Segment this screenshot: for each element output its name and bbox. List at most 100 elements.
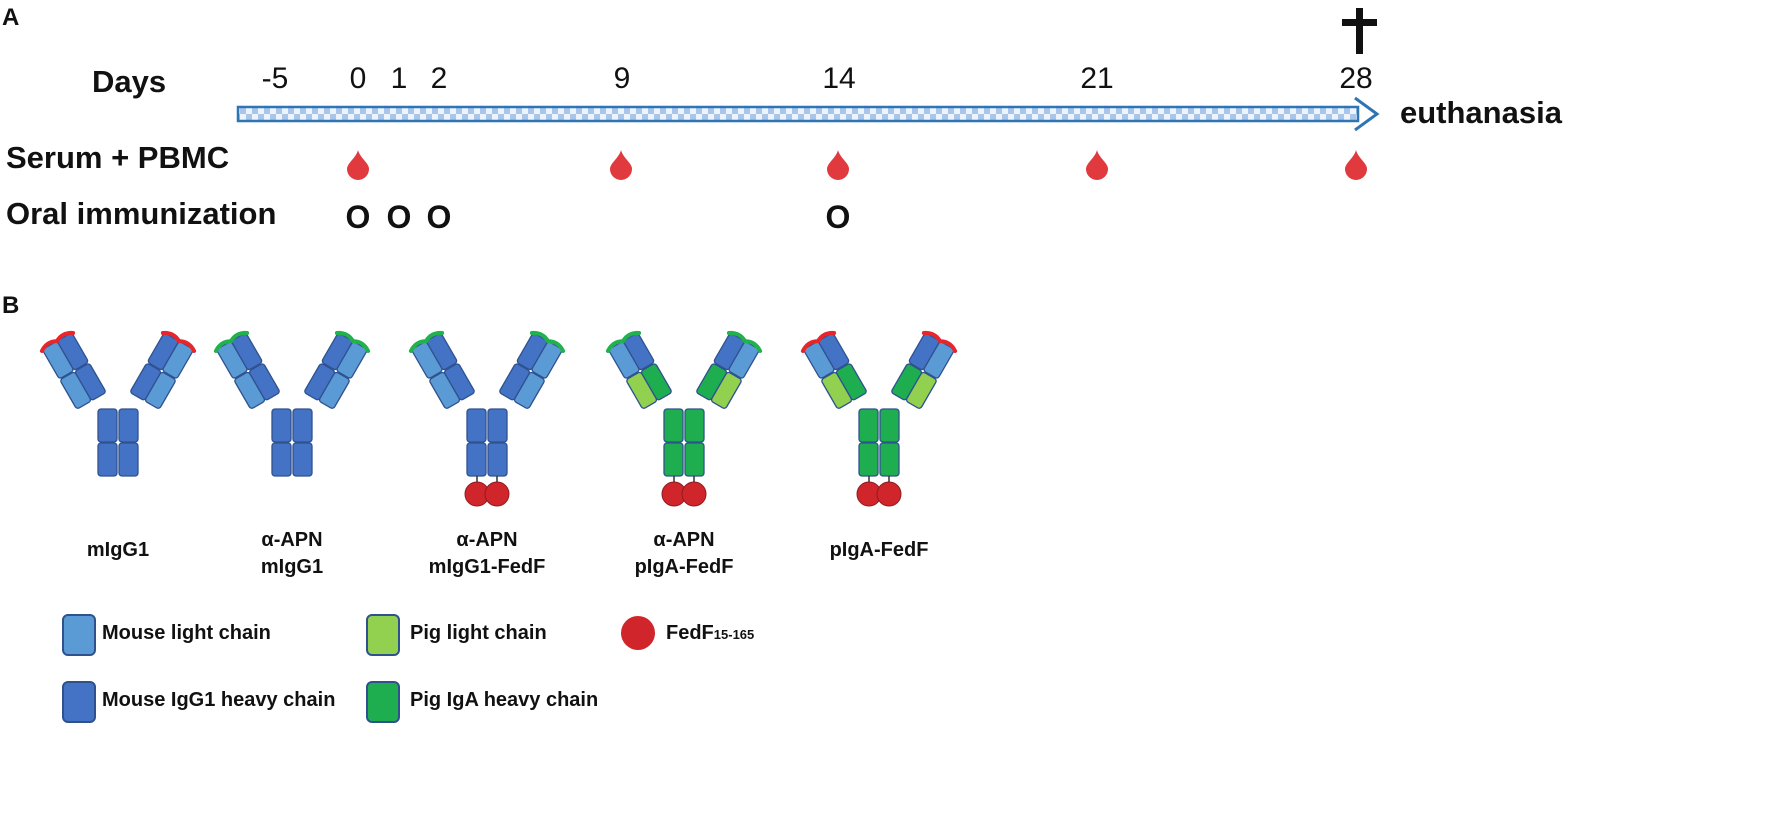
euthanasia-label: euthanasia bbox=[1400, 95, 1562, 130]
blood-drop-icon bbox=[1086, 150, 1108, 180]
antibody-3 bbox=[408, 330, 566, 507]
fc-heavy-domain bbox=[858, 408, 879, 443]
fc-heavy-domain bbox=[684, 408, 705, 443]
arm-light-constant bbox=[513, 371, 545, 409]
antibody-arm bbox=[408, 330, 475, 409]
serum-pbmc-label: Serum + PBMC bbox=[6, 140, 230, 175]
fedf-domain bbox=[484, 481, 510, 507]
antigen-binding-tip bbox=[39, 330, 76, 353]
arm-light-constant bbox=[905, 371, 937, 409]
arm-light-variable bbox=[923, 341, 955, 379]
arm-light-variable bbox=[803, 341, 835, 379]
fc-heavy-domain bbox=[292, 442, 313, 477]
antibody-arm bbox=[130, 330, 197, 409]
fc-heavy-domain bbox=[487, 442, 508, 477]
arm-light-variable bbox=[216, 341, 248, 379]
antibody-arm bbox=[696, 330, 763, 409]
day-tick-label: 9 bbox=[613, 62, 631, 95]
pig-light-chain-swatch bbox=[366, 614, 400, 656]
day-tick-label: 28 bbox=[1339, 62, 1373, 95]
antibody-2 bbox=[213, 330, 371, 477]
oral-immunization-label: Oral immunization bbox=[6, 196, 277, 231]
day-tick-label: -5 bbox=[261, 62, 289, 95]
antigen-binding-tip bbox=[921, 330, 958, 353]
fedf-swatch bbox=[621, 616, 655, 650]
fc-heavy-domain bbox=[879, 442, 900, 477]
mouse-light-chain-swatch bbox=[62, 614, 96, 656]
arm-light-constant bbox=[144, 371, 176, 409]
antigen-binding-tip bbox=[408, 330, 445, 353]
day-tick-label: 21 bbox=[1080, 62, 1114, 95]
antibody-arm bbox=[304, 330, 371, 409]
blood-drop-icon bbox=[1345, 150, 1367, 180]
arm-light-constant bbox=[710, 371, 742, 409]
legend-fedf: FedF15-165 bbox=[666, 622, 755, 644]
fc-heavy-domain bbox=[97, 408, 118, 443]
fc-heavy-domain bbox=[118, 408, 139, 443]
fc-heavy-domain bbox=[879, 408, 900, 443]
antibody-label: mIgG1 bbox=[86, 539, 150, 561]
antigen-binding-tip bbox=[213, 330, 250, 353]
antibody-5 bbox=[800, 330, 958, 507]
immunization-marker: O bbox=[345, 199, 371, 235]
fc-heavy-domain bbox=[118, 442, 139, 477]
arm-light-variable bbox=[162, 341, 194, 379]
arm-light-constant bbox=[234, 371, 266, 409]
antibody-arm bbox=[800, 330, 867, 409]
fedf-domain bbox=[876, 481, 902, 507]
panel-a-letter: A bbox=[2, 4, 20, 31]
antibody-arm bbox=[213, 330, 280, 409]
immunization-marker: O bbox=[825, 199, 851, 235]
days-label: Days bbox=[92, 64, 167, 99]
blood-drop-icon bbox=[347, 150, 369, 180]
legend-mouse-light-chain: Mouse light chain bbox=[102, 622, 271, 644]
arm-light-constant bbox=[429, 371, 461, 409]
fc-heavy-domain bbox=[663, 408, 684, 443]
day-tick-label: 14 bbox=[822, 62, 856, 95]
arm-light-constant bbox=[60, 371, 92, 409]
antibody-1 bbox=[39, 330, 197, 477]
fc-heavy-domain bbox=[466, 408, 487, 443]
legend-pig-light-chain: Pig light chain bbox=[410, 622, 547, 644]
fc-heavy-domain bbox=[858, 442, 879, 477]
immunization-marker: O bbox=[386, 199, 412, 235]
legend-pig-heavy-chain: Pig IgA heavy chain bbox=[410, 689, 599, 711]
arm-light-variable bbox=[42, 341, 74, 379]
timeline-arrow bbox=[236, 96, 1380, 132]
antigen-binding-tip bbox=[160, 330, 197, 353]
fc-heavy-domain bbox=[292, 408, 313, 443]
blood-drop-icon bbox=[610, 150, 632, 180]
fc-heavy-domain bbox=[271, 408, 292, 443]
antibody-arm bbox=[39, 330, 106, 409]
arm-light-variable bbox=[336, 341, 368, 379]
antigen-binding-tip bbox=[800, 330, 837, 353]
legend-mouse-heavy-chain: Mouse IgG1 heavy chain bbox=[102, 689, 336, 711]
euthanasia-cross-icon bbox=[1340, 8, 1378, 54]
arm-light-variable bbox=[411, 341, 443, 379]
fc-heavy-domain bbox=[684, 442, 705, 477]
antigen-binding-tip bbox=[726, 330, 763, 353]
antibody-4 bbox=[605, 330, 763, 507]
fc-heavy-domain bbox=[663, 442, 684, 477]
day-tick-label: 1 bbox=[390, 62, 408, 95]
fc-heavy-domain bbox=[271, 442, 292, 477]
arm-light-constant bbox=[626, 371, 658, 409]
pig-heavy-chain-swatch bbox=[366, 681, 400, 723]
antigen-binding-tip bbox=[529, 330, 566, 353]
day-tick-label: 2 bbox=[430, 62, 448, 95]
arm-light-variable bbox=[728, 341, 760, 379]
fc-heavy-domain bbox=[466, 442, 487, 477]
arm-light-variable bbox=[531, 341, 563, 379]
antibody-label: pIgA-FedF bbox=[829, 539, 929, 561]
day-tick-label: 0 bbox=[349, 62, 367, 95]
mouse-heavy-chain-swatch bbox=[62, 681, 96, 723]
antigen-binding-tip bbox=[605, 330, 642, 353]
antibody-arm bbox=[499, 330, 566, 409]
blood-drop-icon bbox=[827, 150, 849, 180]
antibody-arm bbox=[605, 330, 672, 409]
